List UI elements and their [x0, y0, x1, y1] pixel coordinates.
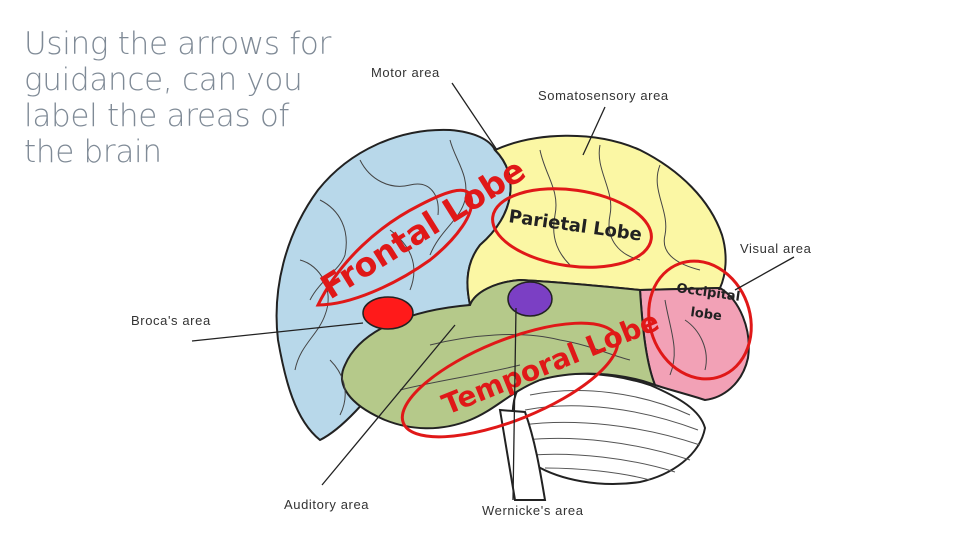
parietal-lobe-outline	[491, 187, 653, 269]
gyri-lines	[294, 139, 707, 416]
motor-area-label: Motor area	[371, 65, 440, 80]
slide-title: Using the arrows for guidance, can you l…	[24, 26, 332, 170]
broca-pointer	[191, 322, 364, 342]
temporal-lobe-outline	[400, 321, 620, 439]
pointer-lines	[191, 82, 795, 501]
wernicke-area-label: Wernicke's area	[482, 503, 584, 518]
cerebellum-folds	[521, 390, 701, 481]
wernicke-pointer	[512, 307, 517, 501]
somatosensory-pointer	[582, 106, 606, 156]
visual-area-label: Visual area	[740, 241, 812, 256]
wernicke-area-dot	[507, 281, 553, 317]
occipital-lobe-name-line2: lobe	[689, 305, 722, 324]
visual-pointer	[734, 256, 795, 291]
frontal-lobe-outline	[315, 188, 473, 307]
auditory-pointer	[321, 324, 456, 486]
temporal-lobe-region	[340, 278, 657, 430]
motor-pointer	[451, 82, 498, 151]
brainstem	[498, 408, 547, 501]
auditory-area-label: Auditory area	[284, 497, 370, 512]
occipital-lobe-outline	[647, 259, 753, 381]
broca-area-label: Broca's area	[131, 313, 211, 328]
somatosensory-area-label: Somatosensory area	[538, 88, 669, 103]
lobe-outlines	[315, 187, 753, 439]
broca-area-dot	[362, 296, 414, 330]
